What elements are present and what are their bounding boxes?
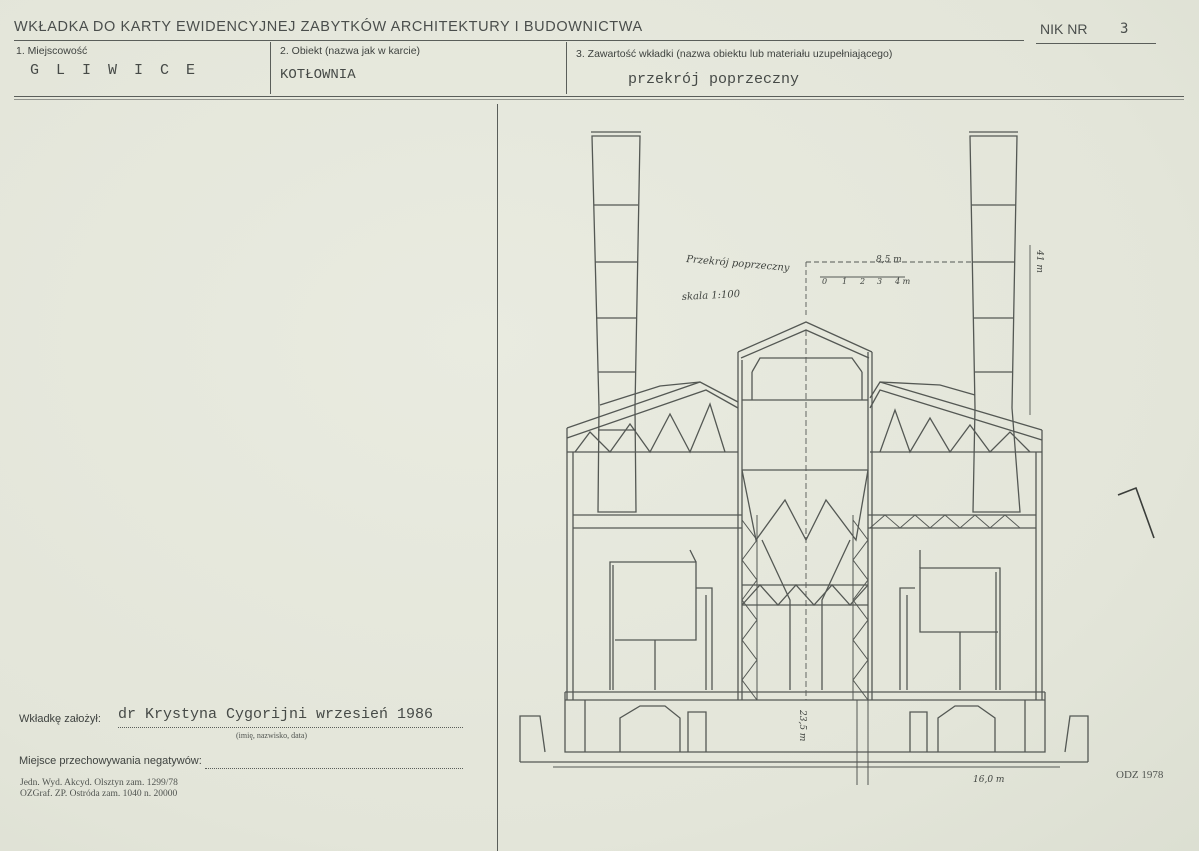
header-rule — [14, 40, 1024, 41]
drawing-scale: skala 1:100 — [682, 289, 741, 303]
central-tower — [737, 321, 873, 700]
print-info-line1: Jedn. Wyd. Akcyd. Olsztyn zam. 1299/78 — [20, 778, 178, 788]
print-info-line2: OZGraf. ZP. Ostróda zam. 1040 n. 20000 — [20, 789, 178, 799]
scale-tick-2: 2 — [859, 277, 865, 286]
field-divider-1 — [270, 42, 271, 94]
left-truss — [566, 381, 739, 700]
founded-hint: (imię, nazwisko, data) — [236, 731, 308, 740]
right-boiler — [899, 550, 1001, 690]
scale-tick-1: 1 — [842, 277, 847, 286]
floor-beams — [573, 514, 1036, 529]
locality-label: 1. Miejscowość — [16, 45, 88, 57]
dim-top-label: 8,5 m — [876, 255, 902, 265]
content-label: 3. Zawartość wkładki (nazwa obiektu lub … — [576, 48, 893, 60]
negatives-label: Miejsce przechowywania negatywów: — [19, 755, 202, 767]
form-title: WKŁADKA DO KARTY EWIDENCYJNEJ ZABYTKÓW A… — [14, 19, 643, 35]
founded-value: dr Krystyna Cygorijni wrzesień 1986 — [118, 706, 434, 723]
left-chimney — [591, 131, 641, 513]
founded-dotline — [118, 727, 463, 728]
form-code: ODZ 1978 — [1116, 769, 1164, 781]
page-divider — [497, 104, 498, 851]
pencil-mark — [1117, 486, 1155, 539]
scale-tick-4: 4 m — [894, 277, 911, 286]
right-chimney — [969, 131, 1021, 513]
sheet-number: 3 — [1120, 21, 1129, 37]
locality-value: G L I W I C E — [30, 62, 200, 79]
sheet-number-rule — [1036, 43, 1156, 44]
fields-rule-double — [14, 99, 1184, 100]
field-divider-2 — [566, 42, 567, 94]
founded-label: Wkładkę założył: — [19, 713, 101, 725]
dim-height-label: 23,5 m — [797, 709, 807, 741]
dim-width-label: 16,0 m — [973, 775, 1004, 785]
left-boiler — [609, 549, 713, 690]
scale-tick-3: 3 — [877, 277, 882, 286]
drawing-title: Przekrój poprzeczny — [685, 254, 790, 274]
right-truss — [869, 381, 1043, 700]
dimension-lines — [553, 245, 1060, 768]
dim-right-label: 41 m — [1034, 249, 1044, 273]
lattice-columns — [741, 515, 869, 785]
scale-bar: 0 1 2 3 4 m — [822, 277, 911, 286]
content-value: przekrój poprzeczny — [628, 71, 800, 88]
fields-rule — [14, 96, 1184, 97]
object-label: 2. Obiekt (nazwa jak w karcie) — [280, 45, 421, 57]
scale-tick-0: 0 — [822, 277, 827, 286]
negatives-dotline — [205, 768, 463, 769]
foundation — [519, 691, 1089, 763]
sheet-label: NIK NR — [1040, 21, 1088, 37]
object-value: KOTŁOWNIA — [280, 67, 356, 83]
